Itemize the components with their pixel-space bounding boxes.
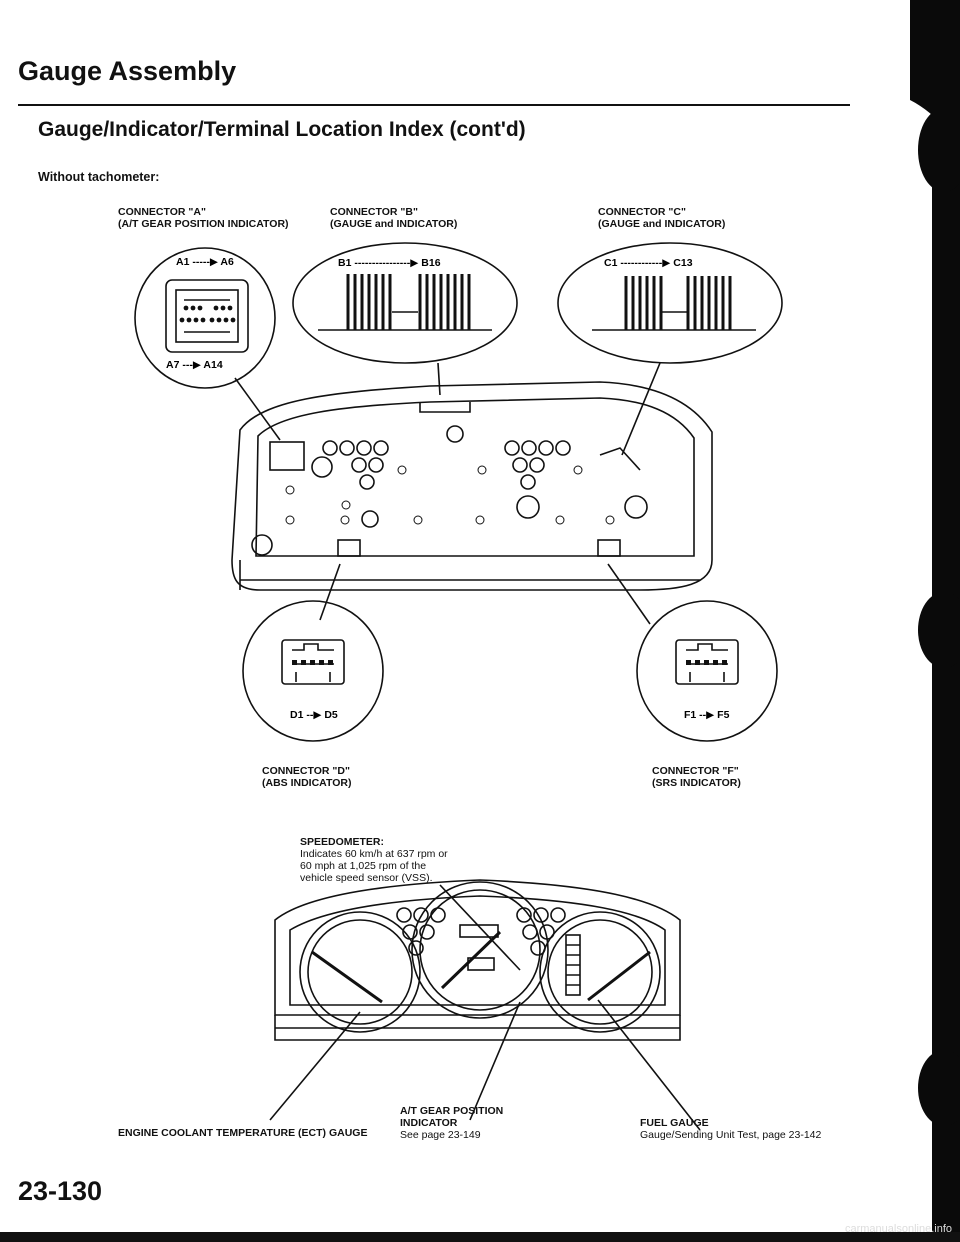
fuel-gauge-line-2: Gauge/Sending Unit Test, page 23-142 [640, 1129, 822, 1141]
connector-a-range-top: A1 -----▶ A6 [176, 256, 234, 268]
without-tachometer-note: Without tachometer: [38, 170, 160, 184]
connector-d-caption: CONNECTOR "D" (ABS INDICATOR) [262, 765, 351, 789]
connector-c-range: C1 ------------▶ C13 [604, 257, 693, 269]
connector-a-bubble [134, 247, 276, 389]
connector-b-name: CONNECTOR "B" [330, 206, 418, 218]
section-subtitle: Gauge/Indicator/Terminal Location Index … [38, 118, 526, 141]
connector-b-caption: CONNECTOR "B" (GAUGE and INDICATOR) [330, 206, 457, 230]
connector-d-bubble [242, 600, 384, 742]
connector-d-range: D1 --▶ D5 [290, 709, 338, 721]
connector-a-range-bottom: A7 ---▶ A14 [166, 359, 223, 371]
binding-tabs [910, 0, 960, 1126]
connector-c-desc: (GAUGE and INDICATOR) [598, 218, 726, 230]
connector-b-desc: (GAUGE and INDICATOR) [330, 218, 458, 230]
gauge-back-housing [231, 381, 713, 591]
at-gear-line-3: See page 23-149 [400, 1129, 481, 1141]
connector-f-caption: CONNECTOR "F" (SRS INDICATOR) [652, 765, 741, 789]
connector-d-desc: (ABS INDICATOR) [262, 777, 352, 789]
connector-a-desc: (A/T GEAR POSITION INDICATOR) [118, 218, 289, 230]
connector-f-desc: (SRS INDICATOR) [652, 777, 741, 789]
connector-a-caption: CONNECTOR "A" (A/T GEAR POSITION INDICAT… [118, 206, 289, 230]
watermark: carmanualsonline.info [844, 1223, 952, 1235]
at-gear-callout: A/T GEAR POSITION INDICATOR See page 23-… [400, 1105, 503, 1141]
connector-c-caption: CONNECTOR "C" (GAUGE and INDICATOR) [598, 206, 725, 230]
title-rule [18, 104, 850, 106]
speedometer-label: SPEEDOMETER: [300, 836, 385, 848]
connector-f-name: CONNECTOR "F" [652, 765, 739, 777]
connector-a-name: CONNECTOR "A" [118, 206, 206, 218]
fuel-gauge-line-1: FUEL GAUGE [640, 1117, 709, 1129]
connector-f-bubble [636, 600, 778, 742]
connector-c-name: CONNECTOR "C" [598, 206, 686, 218]
connector-b-range: B1 ----------------▶ B16 [338, 257, 441, 269]
fuel-gauge-callout: FUEL GAUGE Gauge/Sending Unit Test, page… [640, 1117, 821, 1141]
at-gear-line-1: A/T GEAR POSITION [400, 1105, 504, 1117]
page-title: Gauge Assembly [18, 56, 237, 86]
speedometer-line-2: 60 mph at 1,025 rpm of the [300, 860, 427, 872]
ect-gauge-callout: ENGINE COOLANT TEMPERATURE (ECT) GAUGE [118, 1127, 368, 1139]
speedometer-line-3: vehicle speed sensor (VSS). [300, 872, 433, 884]
connector-c-bubble [557, 242, 783, 364]
connector-d-name: CONNECTOR "D" [262, 765, 350, 777]
gauge-front-panel [274, 879, 681, 1041]
speedometer-line-1: Indicates 60 km/h at 637 rpm or [300, 848, 448, 860]
connector-f-range: F1 --▶ F5 [684, 709, 730, 721]
page-number: 23-130 [18, 1176, 103, 1206]
speedometer-note: SPEEDOMETER: Indicates 60 km/h at 637 rp… [300, 836, 448, 884]
connector-b-bubble [292, 242, 518, 364]
bottom-bar [0, 1232, 960, 1242]
at-gear-line-2: INDICATOR [400, 1117, 458, 1129]
